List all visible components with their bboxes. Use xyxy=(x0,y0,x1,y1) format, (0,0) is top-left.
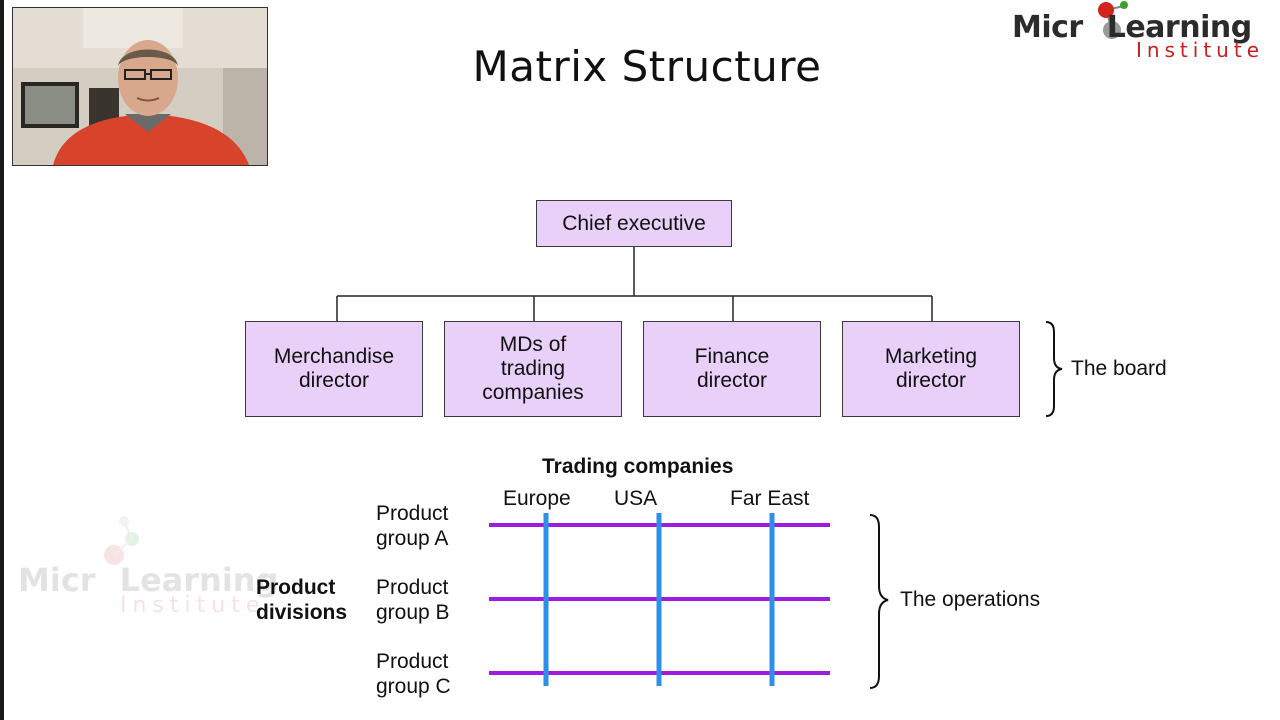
product-group-c-label: Product group C xyxy=(376,649,451,699)
product-group-line: Product xyxy=(376,650,449,673)
region-label-far-east: Far East xyxy=(730,487,810,510)
trading-companies-heading: Trading companies xyxy=(542,455,734,478)
director-label-line: director xyxy=(696,369,768,392)
product-group-line: Product xyxy=(376,502,449,525)
board-brace xyxy=(1045,321,1063,417)
director-label-line: Finance xyxy=(694,345,770,368)
left-edge-bar xyxy=(0,0,4,720)
region-label-usa: USA xyxy=(614,487,658,510)
product-group-line: Product xyxy=(376,576,449,599)
director-label-line: Merchandise xyxy=(273,345,395,368)
product-group-line: group C xyxy=(376,675,451,698)
product-group-a-label: Product group A xyxy=(376,501,448,551)
presenter-video-frame xyxy=(13,8,267,165)
product-group-line: group B xyxy=(376,601,450,624)
director-label-line: director xyxy=(895,369,966,392)
presenter-webcam xyxy=(12,7,268,166)
molecule-logo-icon xyxy=(1098,1,1128,39)
region-label-europe: Europe xyxy=(503,487,571,510)
product-group-line: group A xyxy=(376,527,449,550)
product-divisions-line: Product xyxy=(256,576,336,599)
board-label: The board xyxy=(1071,357,1167,380)
director-label-line: director xyxy=(298,369,369,392)
chief-executive-box: Chief executive xyxy=(536,200,732,247)
operations-brace xyxy=(869,514,889,689)
director-label-line: MDs of xyxy=(499,333,567,356)
product-group-b-label: Product group B xyxy=(376,575,450,625)
product-divisions-line: divisions xyxy=(256,601,348,624)
watermark-subtitle: Institute xyxy=(120,593,266,618)
logo-subtitle: Institute xyxy=(1135,38,1264,62)
product-divisions-label: Product divisions xyxy=(256,575,347,625)
chief-executive-label: Chief executive xyxy=(562,211,706,235)
director-label-line: companies xyxy=(482,381,584,404)
director-label-line: Marketing xyxy=(884,345,978,368)
director-label-line: trading xyxy=(500,357,566,380)
operations-label: The operations xyxy=(900,588,1041,611)
slide-title: Matrix Structure xyxy=(472,42,822,91)
watermark-molecule-icon xyxy=(104,516,139,565)
